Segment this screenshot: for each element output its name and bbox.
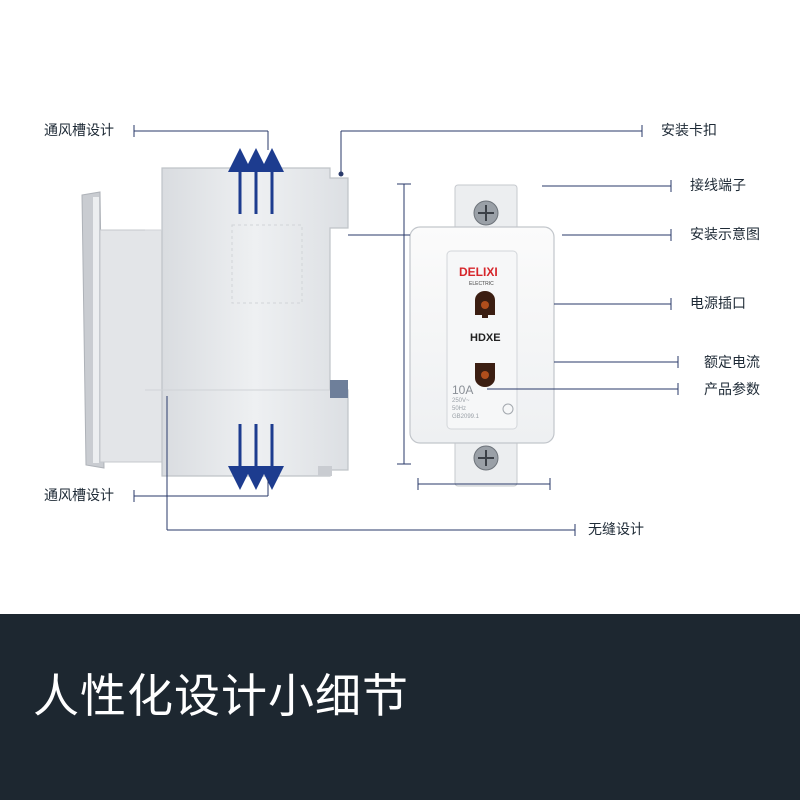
vent-arrows-top [228,148,284,214]
frequency-label: 50Hz [452,406,467,412]
rating-label: 10A [452,383,474,397]
callout-terminal: 接线端子 [690,178,746,194]
leader-lines [133,125,679,536]
side-view [81,167,349,477]
standard-label: GB2099.1 [452,414,480,420]
callout-rated-current: 额定电流 [704,355,760,371]
callout-vent-top: 通风槽设计 [44,123,114,139]
model-label: HDXE [470,332,501,344]
brand-logo: DELIXI [459,265,498,279]
footer-title: 人性化设计小细节 [33,669,409,723]
callout-vent-bottom: 通风槽设计 [44,488,114,504]
callout-product-params: 产品参数 [704,382,760,398]
callout-seamless: 无缝设计 [588,522,644,538]
dimension-lines [397,183,551,490]
product-detail-stage: DELIXI ELECTRIC HDXE 10A 250V~ 50Hz GB20… [44,123,760,538]
callout-mount-clip: 安装卡扣 [661,123,717,139]
footer-banner [0,614,800,800]
callout-install-diagram: 安装示意图 [690,227,760,243]
brand-subtitle: ELECTRIC [469,281,494,287]
product-illustration [81,125,679,536]
voltage-label: 250V~ [452,398,470,404]
vent-arrows-bottom [228,424,284,490]
callout-power-outlet: 电源插口 [690,296,746,312]
